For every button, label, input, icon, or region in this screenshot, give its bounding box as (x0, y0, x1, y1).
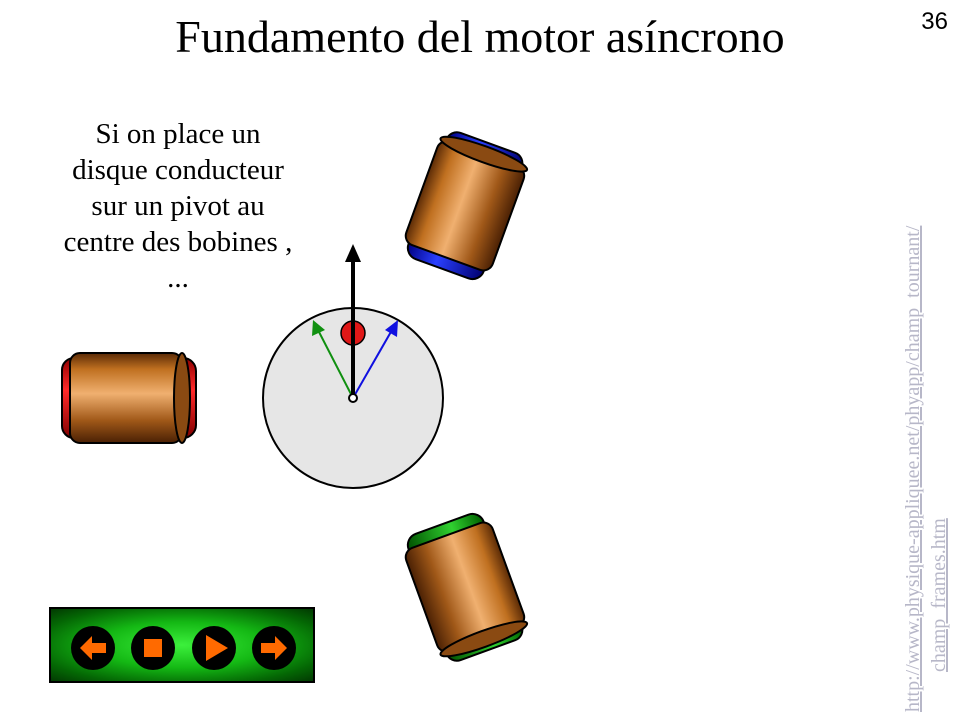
red-coil (61, 352, 197, 444)
blue-coil (404, 131, 529, 281)
disk-pivot (348, 393, 358, 403)
source-link[interactable]: http://www.physique-appliquee.net/phyapp… (900, 52, 952, 712)
next-button[interactable] (252, 626, 296, 670)
source-link-line[interactable]: http://www.physique-appliquee.net/phyapp… (902, 225, 924, 712)
stop-square-icon (144, 639, 162, 657)
stop-button[interactable] (131, 626, 175, 670)
explanation-line: centre des bobines , (63, 226, 293, 258)
explanation-line: disque conducteur (72, 154, 284, 186)
animation-control-panel (49, 607, 315, 683)
play-button[interactable] (192, 626, 236, 670)
slide-title: Fundamento del motor asíncrono (175, 11, 785, 62)
green-coil (404, 512, 529, 662)
green-field-vector (312, 320, 354, 399)
source-link-line[interactable]: champ_frames.htm (928, 518, 950, 672)
blue-field-vector (352, 320, 398, 399)
resultant-field-vector (345, 244, 361, 398)
explanation-line: sur un pivot au (91, 190, 265, 222)
explanation-line: Si on place un (95, 118, 261, 150)
slide-number: 36 (921, 8, 948, 35)
explanation-line: ... (167, 262, 189, 294)
arrow-right-icon (261, 636, 287, 660)
explanation-text: Si on place un disque conducteur sur un … (28, 116, 328, 296)
arrow-left-icon (80, 636, 106, 660)
play-triangle-icon (206, 635, 228, 661)
previous-button[interactable] (71, 626, 115, 670)
